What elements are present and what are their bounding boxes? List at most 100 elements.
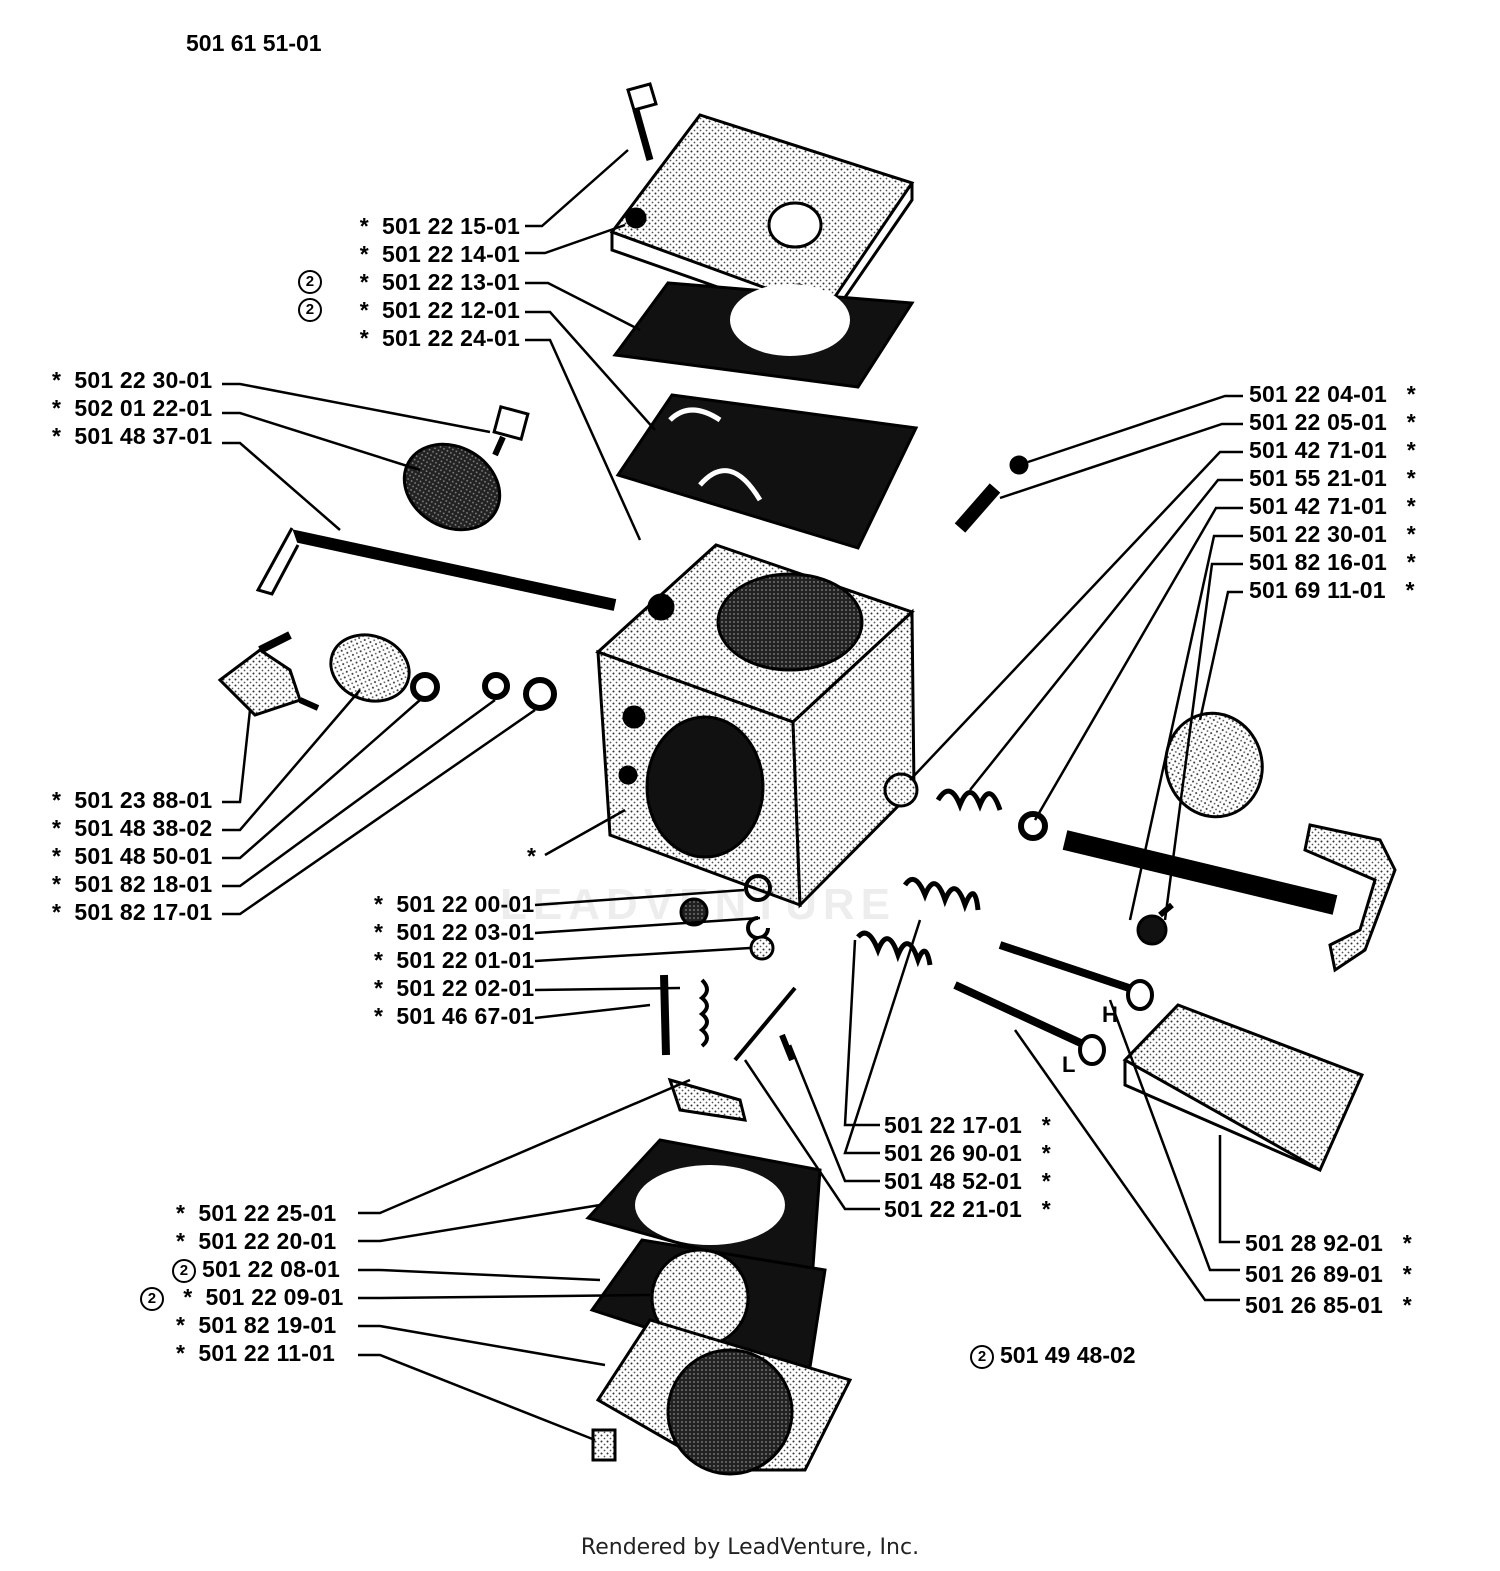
inlet-spring [698, 978, 709, 1048]
footer-credit: Rendered by LeadVenture, Inc. [580, 1535, 920, 1560]
callout-label: 2 * 501 22 09-01 [140, 1283, 344, 1311]
part-number: 501 22 17-01 [884, 1112, 1022, 1138]
star-marker: * [1406, 465, 1416, 491]
callout-label: * 501 22 11-01 [140, 1339, 344, 1367]
star-marker: * [359, 241, 369, 267]
callout-label: * 501 22 00-01 [374, 890, 534, 918]
star-marker: * [374, 975, 384, 1001]
callout-label: * 501 48 37-01 [52, 422, 212, 450]
high-needle [998, 941, 1137, 994]
star-marker: * [374, 947, 384, 973]
callout-label: * 502 01 22-01 [52, 394, 212, 422]
throttle-shaft [288, 529, 617, 611]
callout-label: 501 22 30-01 * [1249, 520, 1416, 548]
star-marker: * [1402, 1261, 1412, 1287]
part-number: 501 22 04-01 [1249, 381, 1387, 407]
star-marker: * [1041, 1140, 1051, 1166]
part-number: 501 46 67-01 [396, 1003, 535, 1029]
star-marker: * [176, 1200, 186, 1226]
part-number: 501 82 19-01 [198, 1312, 337, 1338]
part-number: 501 42 71-01 [1249, 437, 1387, 463]
circled-marker: 2 [298, 270, 322, 294]
circled-marker: 2 [140, 1287, 164, 1311]
part-number: 501 82 16-01 [1249, 549, 1387, 575]
part-number: 501 22 13-01 [382, 269, 520, 295]
leader-lines [222, 149, 1243, 1442]
callout-label: 501 22 05-01 * [1249, 408, 1416, 436]
needle-spring-1 [902, 876, 981, 913]
callout-label: 501 22 04-01 * [1249, 380, 1416, 408]
part-number: 501 22 30-01 [1249, 521, 1387, 547]
part-number: 501 22 01-01 [396, 947, 535, 973]
high-needle-letter: H [1102, 1002, 1118, 1027]
spring-right [935, 788, 1003, 812]
star-marker: * [1041, 1196, 1051, 1222]
callout-label: * 501 48 50-01 [52, 842, 212, 870]
star-marker: * [52, 899, 62, 925]
choke-plate [1164, 711, 1264, 819]
star-marker: * [176, 1340, 186, 1366]
callout-label: * 501 22 01-01 [374, 946, 534, 974]
label-group-center: * 501 22 00-01 * 501 22 03-01 * 501 22 0… [374, 890, 534, 1030]
callout-label: * 501 82 19-01 [140, 1311, 344, 1339]
left-parts [217, 404, 617, 717]
star-marker: * [359, 213, 369, 239]
callout-label: 501 69 11-01 * [1249, 576, 1416, 604]
circled-marker: 2 [298, 298, 322, 322]
part-number: 501 48 38-02 [74, 815, 213, 841]
needle-spring-2 [856, 930, 933, 968]
center-small-parts [660, 874, 797, 1122]
callout-label: 501 22 17-01 * [884, 1111, 1051, 1139]
bottom-group [585, 1138, 853, 1476]
part-number: 501 22 21-01 [884, 1196, 1022, 1222]
label-group-right-low: 501 28 92-01 * 501 26 89-01 * 501 26 85-… [1245, 1228, 1412, 1321]
part-number: 501 22 03-01 [396, 919, 535, 945]
callout-label: 501 42 71-01 * [1249, 436, 1416, 464]
choke-shaft [1062, 830, 1338, 915]
carburetor-body [595, 543, 916, 909]
part-number: 501 69 11-01 [1249, 577, 1386, 603]
part-number: 501 26 89-01 [1245, 1261, 1383, 1287]
star-marker: * [52, 843, 62, 869]
part-number: 501 22 02-01 [396, 975, 535, 1001]
label-group-right-top: 501 22 04-01 * 501 22 05-01 * 501 42 71-… [1249, 380, 1416, 604]
low-needle-letter: L [1062, 1052, 1075, 1077]
pump-diaphragm [615, 393, 919, 550]
callout-label: * 501 82 17-01 [52, 898, 212, 926]
part-number: 501 48 50-01 [74, 843, 213, 869]
callout-label: * 501 22 30-01 [52, 366, 212, 394]
callout-label: * 501 82 18-01 [52, 870, 212, 898]
callout-label: 501 42 71-01 * [1249, 492, 1416, 520]
star-marker: * [183, 1284, 193, 1310]
part-number: 501 22 00-01 [396, 891, 535, 917]
star-marker: * [52, 815, 62, 841]
part-number: 501 42 71-01 [1249, 493, 1387, 519]
part-number: 501 22 09-01 [205, 1284, 344, 1310]
star-marker: * [52, 395, 62, 421]
star-marker: * [359, 325, 369, 351]
star-marker: * [374, 1003, 384, 1029]
part-number: 502 01 22-01 [74, 395, 213, 421]
callout-label: * 501 22 14-01 [300, 240, 520, 268]
star-marker: * [1041, 1168, 1051, 1194]
part-number: 501 22 20-01 [198, 1228, 337, 1254]
callout-label: * 501 23 88-01 [52, 786, 212, 814]
star-marker: * [1402, 1292, 1412, 1318]
body-marker: * [527, 843, 537, 869]
watermark: LEADVENTURE [500, 880, 897, 929]
part-number: 501 26 90-01 [884, 1140, 1022, 1166]
callout-label: * 501 22 02-01 [374, 974, 534, 1002]
part-number: 501 22 14-01 [382, 241, 520, 267]
star-marker: * [1406, 549, 1416, 575]
callout-label: * 501 22 03-01 [374, 918, 534, 946]
star-marker: * [52, 367, 62, 393]
pump-cover [609, 113, 915, 312]
part-number: 501 22 24-01 [382, 325, 520, 351]
star-marker: * [1405, 577, 1415, 603]
filter-cover [1122, 1003, 1365, 1173]
fitting [883, 772, 919, 808]
star-marker: * [52, 423, 62, 449]
